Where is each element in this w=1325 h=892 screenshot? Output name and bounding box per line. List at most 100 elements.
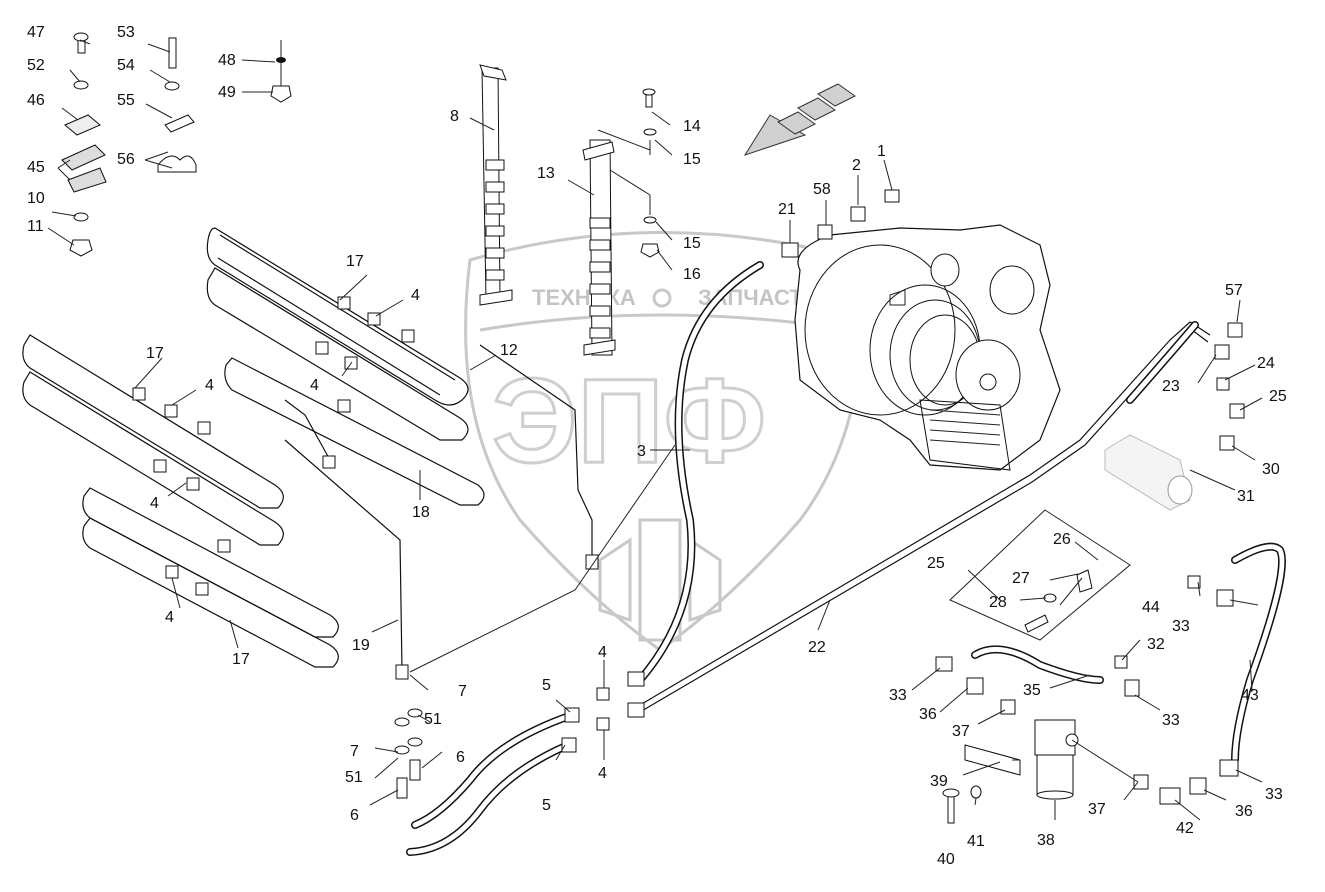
fitting-30 [1219, 435, 1235, 451]
coil-17-mid-a [22, 334, 284, 509]
kit-25 [949, 509, 1131, 641]
callout-7b: 7 [350, 743, 359, 760]
coil-17-top-b [206, 267, 469, 441]
callout-10: 10 [27, 190, 45, 207]
callout-51b: 51 [345, 769, 363, 786]
callouts: 1 2 3 4 4 4 4 4 4 4 5 5 6 6 7 7 8 10 11 … [27, 24, 1287, 868]
callout-11: 11 [27, 218, 44, 235]
bracket-13 [582, 139, 616, 356]
callout-56: 56 [117, 151, 135, 168]
fitting-58 [817, 224, 833, 240]
callout-4a: 4 [411, 287, 420, 304]
coil-17-mid-b [22, 371, 284, 546]
callout-37b: 37 [1088, 801, 1106, 818]
fitting-36a [966, 677, 984, 695]
callout-4e: 4 [165, 609, 174, 626]
callout-7a: 7 [458, 683, 467, 700]
bracket-39 [964, 744, 1021, 776]
washer-41 [970, 785, 982, 799]
callout-4c: 4 [205, 377, 214, 394]
watermark-gear-icon [652, 288, 672, 308]
callout-25a: 25 [1269, 388, 1287, 405]
fitting-33a [1216, 589, 1234, 607]
clamp-hardware-group [61, 32, 292, 257]
fitting-44 [1187, 575, 1201, 589]
callout-6a: 6 [456, 749, 465, 766]
direction-arrow-icon [743, 83, 856, 156]
bracket-fasteners [597, 88, 660, 258]
callout-4f: 4 [598, 644, 607, 661]
callout-52: 52 [27, 57, 45, 74]
callout-36a: 36 [919, 706, 937, 723]
clamp-56 [157, 155, 197, 173]
callout-15b: 15 [683, 235, 701, 252]
washer-10 [73, 212, 89, 222]
callout-38: 38 [1037, 832, 1055, 849]
washer-48 [276, 57, 286, 63]
watermark-company: ТЕХНИКА [532, 285, 636, 310]
filter-38 [1036, 754, 1074, 796]
callout-4b: 4 [310, 377, 319, 394]
callout-48: 48 [218, 52, 236, 69]
callout-14: 14 [683, 118, 701, 135]
coil-18 [224, 357, 485, 506]
fitting-33d [1219, 759, 1239, 777]
valve-block [1104, 434, 1193, 511]
callout-1: 1 [877, 143, 886, 160]
callout-33d: 33 [1265, 786, 1283, 803]
transmission-unit [794, 224, 1061, 471]
callout-17a: 17 [346, 253, 364, 270]
callout-39: 39 [930, 773, 948, 790]
callout-15a: 15 [683, 151, 701, 168]
callout-5a: 5 [542, 677, 551, 694]
callout-24: 24 [1257, 355, 1275, 372]
callout-36b: 36 [1235, 803, 1253, 820]
leader-lines [47, 39, 1263, 821]
watermark-mark: ЭПФ [492, 354, 766, 488]
callout-19: 19 [352, 637, 370, 654]
callout-26: 26 [1053, 531, 1071, 548]
fittings [132, 189, 1245, 805]
callout-55: 55 [117, 92, 135, 109]
callout-16: 16 [683, 266, 701, 283]
callout-43: 43 [1241, 687, 1259, 704]
callout-6b: 6 [350, 807, 359, 824]
callout-18: 18 [412, 504, 430, 521]
fitting-21 [781, 242, 799, 258]
fitting-6b [409, 759, 421, 781]
callout-42: 42 [1176, 820, 1194, 837]
fitting-32 [1114, 655, 1128, 669]
callout-49: 49 [218, 84, 236, 101]
nut-11 [69, 239, 93, 257]
clamp-55 [164, 114, 195, 133]
callout-40: 40 [937, 851, 955, 868]
callout-41: 41 [967, 833, 985, 850]
callout-54: 54 [117, 57, 135, 74]
callout-31: 31 [1237, 488, 1255, 505]
callout-13: 13 [537, 165, 555, 182]
pipe-12 [479, 344, 593, 560]
fitting-24 [1216, 377, 1230, 391]
fitting-2 [850, 206, 866, 222]
callout-33c: 33 [889, 687, 907, 704]
bracket-8 [479, 64, 513, 306]
fitting-1 [884, 189, 900, 203]
callout-2: 2 [852, 157, 861, 174]
fitting-36b [1189, 777, 1207, 795]
callout-30: 30 [1262, 461, 1280, 478]
callout-12: 12 [500, 342, 518, 359]
pipe-19 [284, 439, 403, 671]
fitting-37b [1133, 774, 1149, 790]
fitting-37a [1000, 699, 1016, 715]
clamp-block-45b [67, 167, 107, 193]
callout-8: 8 [450, 108, 459, 125]
callout-53: 53 [117, 24, 135, 41]
callout-44: 44 [1142, 599, 1160, 616]
bolt-53 [168, 37, 177, 69]
watermark: ТЕХНИКА ЗАПЧАСТИ ЭПФ [464, 231, 864, 652]
fitting-25 [1229, 403, 1245, 419]
callout-28: 28 [989, 594, 1007, 611]
callout-27: 27 [1012, 570, 1030, 587]
